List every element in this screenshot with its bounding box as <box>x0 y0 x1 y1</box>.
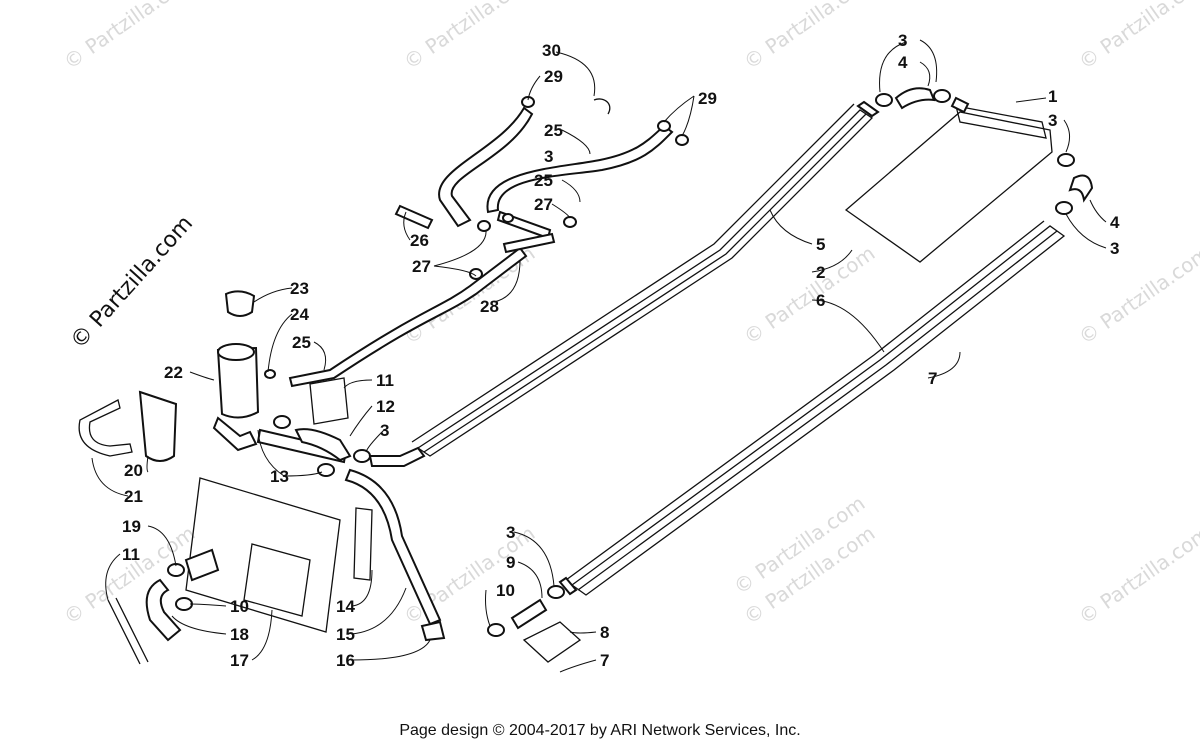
callout-label: 29 <box>698 89 717 108</box>
watermark: © Partzilla.com <box>739 0 879 74</box>
callout-label: 8 <box>600 623 609 642</box>
callout-label: 3 <box>380 421 389 440</box>
hoses-lower <box>256 377 446 642</box>
callout-label: 3 <box>898 31 907 50</box>
page-footer: Page design © 2004-2017 by ARI Network S… <box>399 722 801 739</box>
callout-label: 23 <box>290 279 309 298</box>
callout-label: 3 <box>506 523 515 542</box>
watermark-large: © Partzilla.com <box>66 211 198 354</box>
watermark: © Partzilla.com <box>399 0 539 74</box>
callout-label: 13 <box>270 467 289 486</box>
callout-label: 10 <box>496 581 515 600</box>
watermark: © Partzilla.com <box>1074 0 1200 74</box>
callout-label: 6 <box>816 291 825 310</box>
callout-label: 3 <box>1048 111 1057 130</box>
callout-label: 25 <box>534 171 553 190</box>
callout-label: 3 <box>544 147 553 166</box>
callout-label: 18 <box>230 625 249 644</box>
callout-label: 26 <box>410 231 429 250</box>
watermark: © Partzilla.com <box>739 241 879 349</box>
callout-label: 10 <box>230 597 249 616</box>
callout-label: 16 <box>336 651 355 670</box>
callout-label: 19 <box>122 517 141 536</box>
callout-label: 25 <box>544 121 563 140</box>
callout-label: 9 <box>506 553 515 572</box>
callout-label: 27 <box>534 195 553 214</box>
callout-label: 28 <box>480 297 499 316</box>
watermark: © Partzilla.com <box>1074 241 1200 349</box>
leader-lines <box>91 39 1107 673</box>
callout-label: 1 <box>1048 87 1057 106</box>
hoses-upper <box>288 96 689 388</box>
callout-label: 17 <box>230 651 249 670</box>
elbows-top-right <box>875 87 1094 215</box>
callout-label: 22 <box>164 363 183 382</box>
heat-exchanger-upper <box>411 100 880 457</box>
callout-label: 7 <box>600 651 609 670</box>
lower-fittings <box>487 585 582 663</box>
callout-label: 11 <box>376 371 394 390</box>
callout-label: 7 <box>928 369 937 388</box>
reservoir-bracket <box>78 390 178 462</box>
callout-label: 27 <box>412 257 431 276</box>
callout-label: 3 <box>1110 239 1119 258</box>
callout-label: 14 <box>336 597 355 616</box>
cover-plate <box>844 96 1053 263</box>
callout-label: 4 <box>1110 213 1120 232</box>
callout-label: 5 <box>816 235 825 254</box>
callout-label: 4 <box>898 53 908 72</box>
spring-left <box>107 597 149 665</box>
watermark: © Partzilla.com <box>59 0 199 74</box>
callout-label: 20 <box>124 461 143 480</box>
callout-label: 2 <box>816 263 825 282</box>
coolant-reservoir <box>212 290 276 452</box>
callout-label: 12 <box>376 397 395 416</box>
callout-label: 29 <box>544 67 563 86</box>
watermarks: © Partzilla.com © Partzilla.com © Partzi… <box>59 0 1200 629</box>
callout-label: 21 <box>124 487 143 506</box>
callout-label: 11 <box>122 545 140 564</box>
watermark: © Partzilla.com <box>1074 521 1200 629</box>
callouts: 1 2 3 3 3 3 3 3 4 4 5 6 7 7 8 9 10 10 11… <box>122 31 1120 670</box>
heat-exchanger-lower <box>558 220 1066 596</box>
callout-label: 15 <box>336 625 355 644</box>
callout-label: 25 <box>292 333 311 352</box>
callout-label: 24 <box>290 305 309 324</box>
callout-label: 30 <box>542 41 561 60</box>
